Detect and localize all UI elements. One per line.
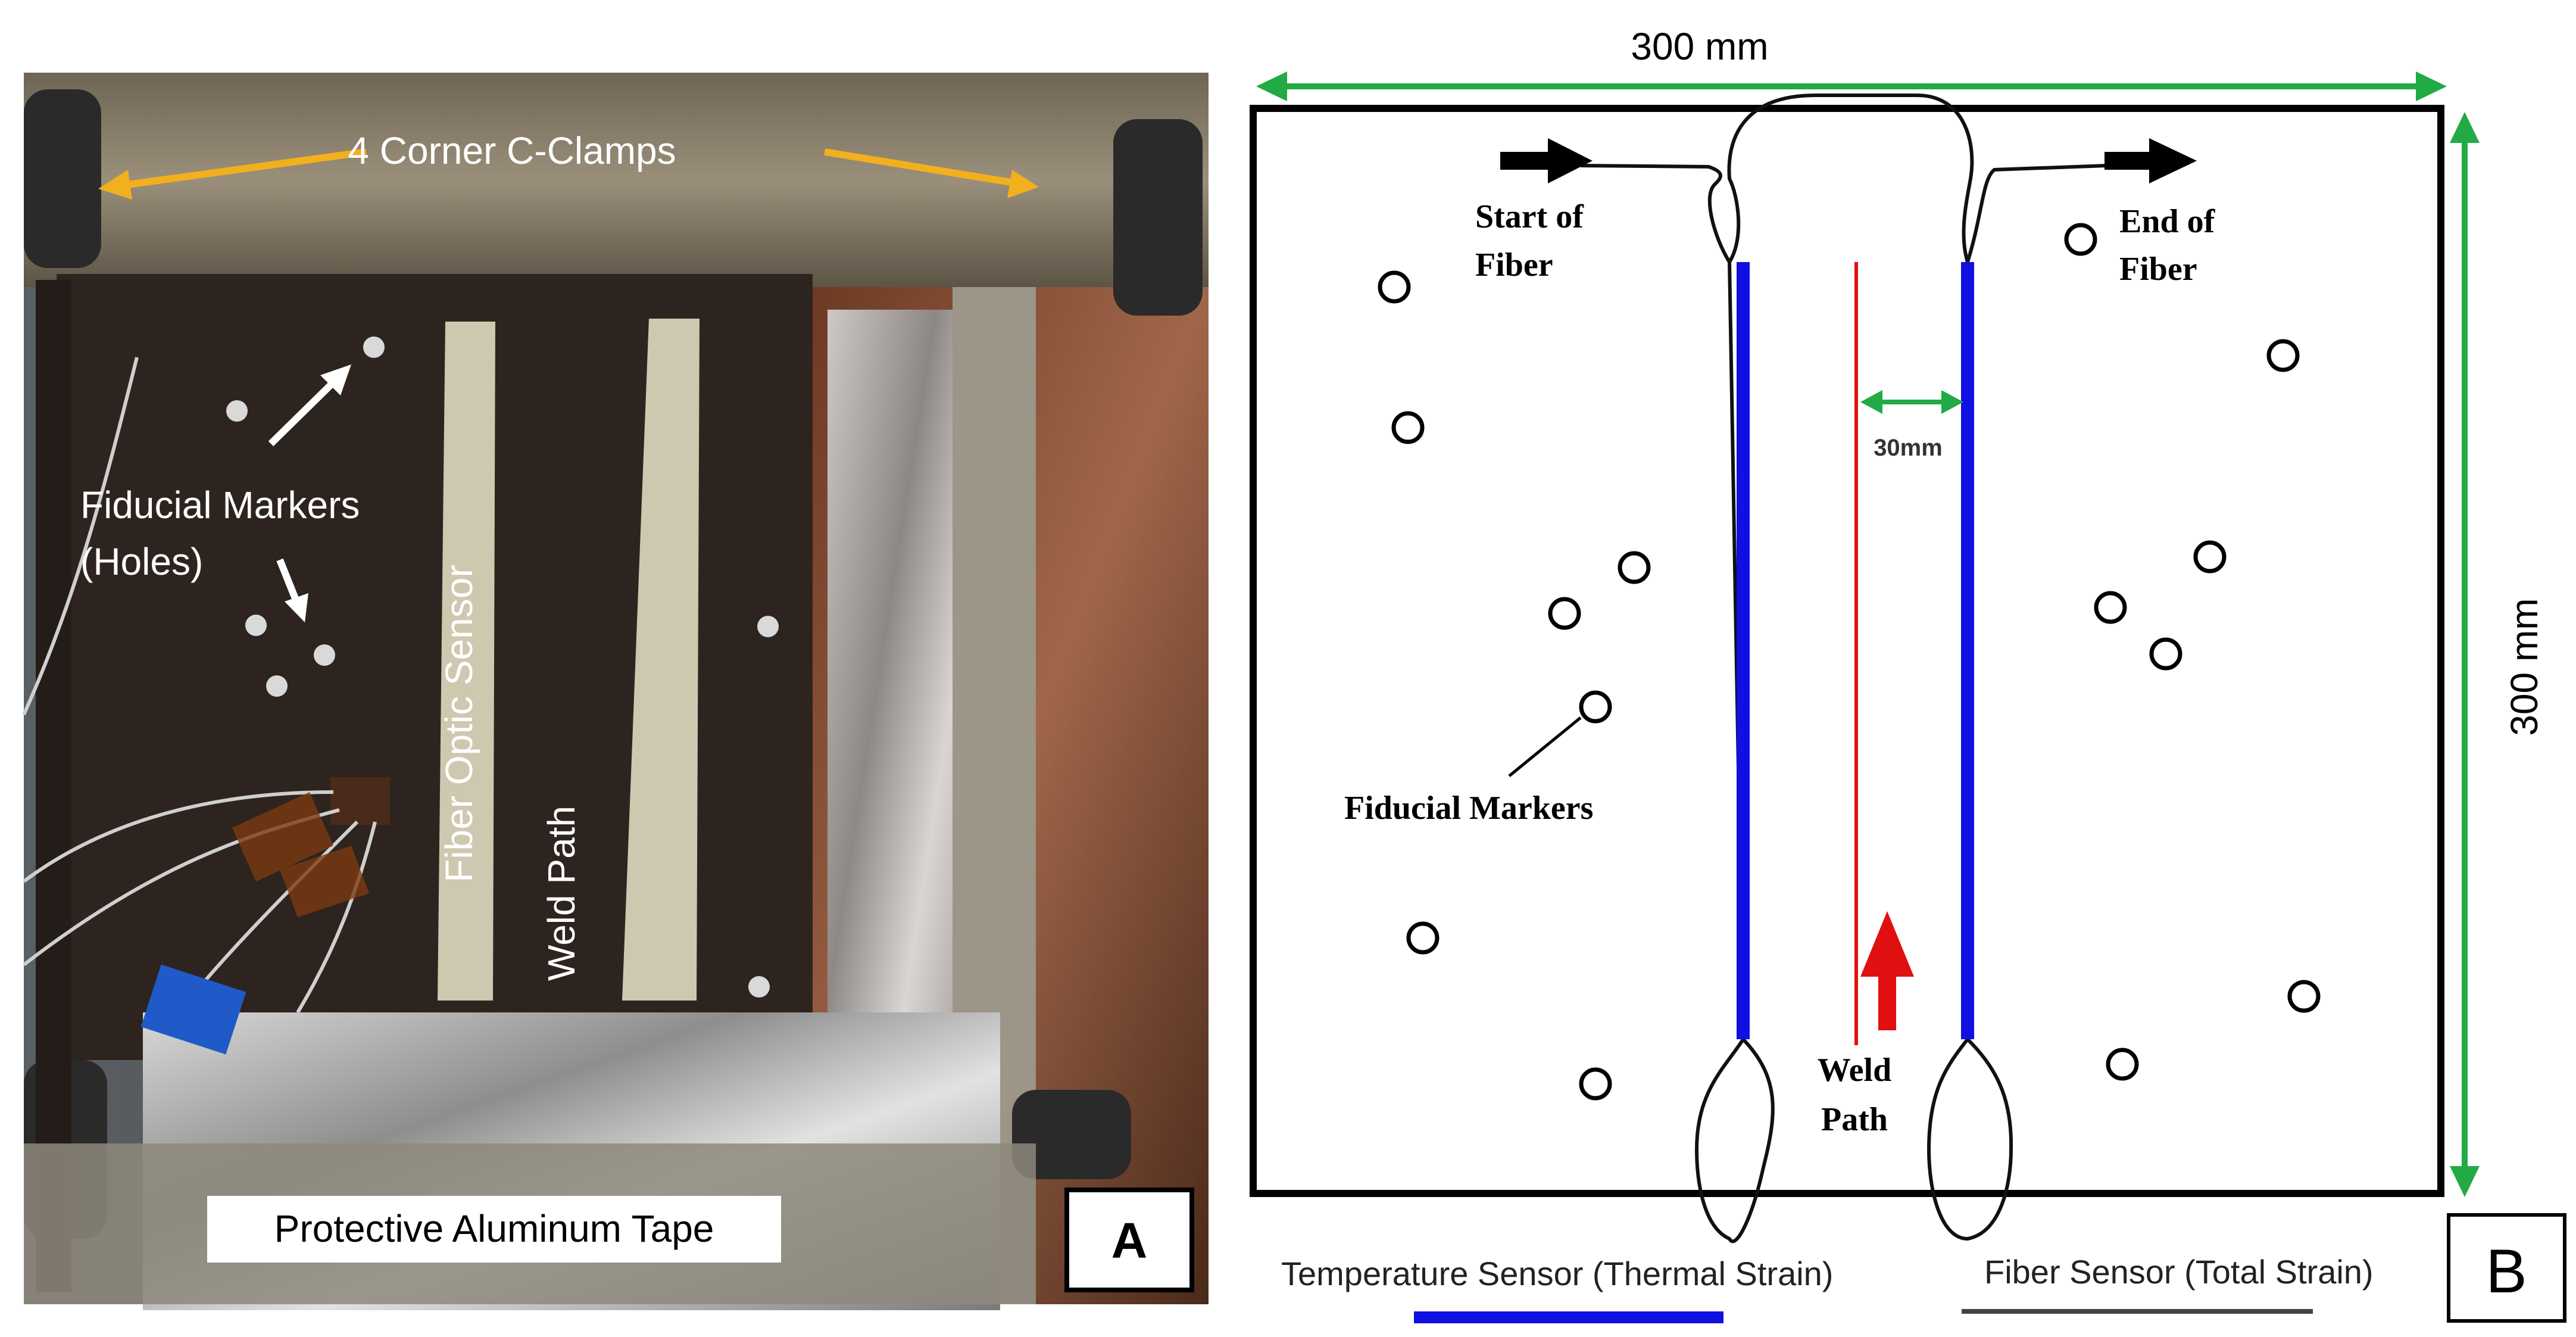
legend-fiber-label: Fiber Sensor (Total Strain) [1984,1253,2374,1291]
start-fiber-label-line2: Fiber [1475,247,1553,283]
hole [266,675,288,697]
weld-path-label-b-line1: Weld [1818,1052,1891,1089]
blue-tape [140,964,246,1055]
end-fiber-label-line1: End of [2119,203,2216,240]
start-fiber-label-line1: Start of [1475,198,1584,235]
marker-circle [2064,223,2097,256]
marker-circle [1579,1067,1612,1101]
end-fiber-label-line2: Fiber [2119,251,2197,288]
marker-circle [2094,591,2127,624]
marker-circle [1548,597,1581,630]
weld-path-label-a: Weld Path [540,806,583,981]
panel-b-letter: B [2486,1237,2527,1306]
fiducial-markers [1378,223,2321,1101]
plate-outline [1250,105,2444,1197]
steel-plate [57,274,813,1060]
marker-circle [2106,1048,2139,1081]
marker-circle [1391,411,1425,444]
marker-circle [1378,270,1411,304]
marker-circle [2193,540,2227,574]
hole [226,400,248,422]
hole [757,616,779,637]
marker-circle [1618,551,1651,584]
marker-circle [2149,637,2182,671]
width-label: 300 mm [1631,25,1768,68]
markers-leader-line [1508,716,1582,777]
clamp-bottom-right [1012,1090,1131,1179]
fiducial-markers-label-a-line1: Fiducial Markers [80,484,360,526]
start-fiber-arrow [1500,138,1593,183]
hole [363,336,385,358]
sensor-strip-right [622,319,700,1001]
top-foil-band [24,73,1209,287]
hole [245,615,267,636]
plate-edge-left [36,280,71,1292]
sensor-strip-left [438,322,495,1001]
marker-circle [2266,339,2300,372]
panel-a-letter-box [1064,1188,1194,1292]
tape-label-box [207,1196,781,1263]
width-dimension [1256,71,2447,101]
thermocouple-wires [22,357,377,1014]
kapton-tape [232,792,369,917]
offset-label: 30mm [1874,435,1943,461]
end-fiber-arrow [2104,138,2197,183]
fiducial-markers-label-b: Fiducial Markers [1344,790,1593,827]
height-label: 300 mm [2503,598,2546,735]
clamp-top-left [24,89,101,268]
offset-dimension [1860,390,1963,414]
marker-circle [1579,690,1612,724]
panel-a-letter: A [1111,1213,1148,1269]
weld-path-label-b-line2: Path [1821,1101,1888,1138]
tape-label: Protective Aluminum Tape [274,1207,714,1250]
clamp-top-right [1113,119,1203,316]
hole [748,976,770,998]
clamps-label: 4 Corner C-Clamps [348,129,676,172]
panel-a: 4 Corner C-Clamps Fiducial Markers (Hole… [22,73,1209,1310]
panel-b-letter-box [2447,1213,2566,1323]
height-dimension [2450,112,2480,1197]
marker-circle [2287,980,2321,1013]
fiducial-markers-label-a-line2: (Holes) [80,540,203,583]
hole [314,644,335,666]
weld-direction-arrow [1860,911,1914,1030]
legend-temp-label: Temperature Sensor (Thermal Strain) [1281,1255,1833,1292]
clamp-arrows [98,148,1039,200]
marker-circle [1406,921,1440,955]
panel-b: 300 mm 300 mm 30mm [1250,25,2566,1323]
marker-arrows [268,364,351,622]
thermocouple-block [330,777,390,825]
fiber-optic-sensor-label: Fiber Optic Sensor [438,565,480,883]
